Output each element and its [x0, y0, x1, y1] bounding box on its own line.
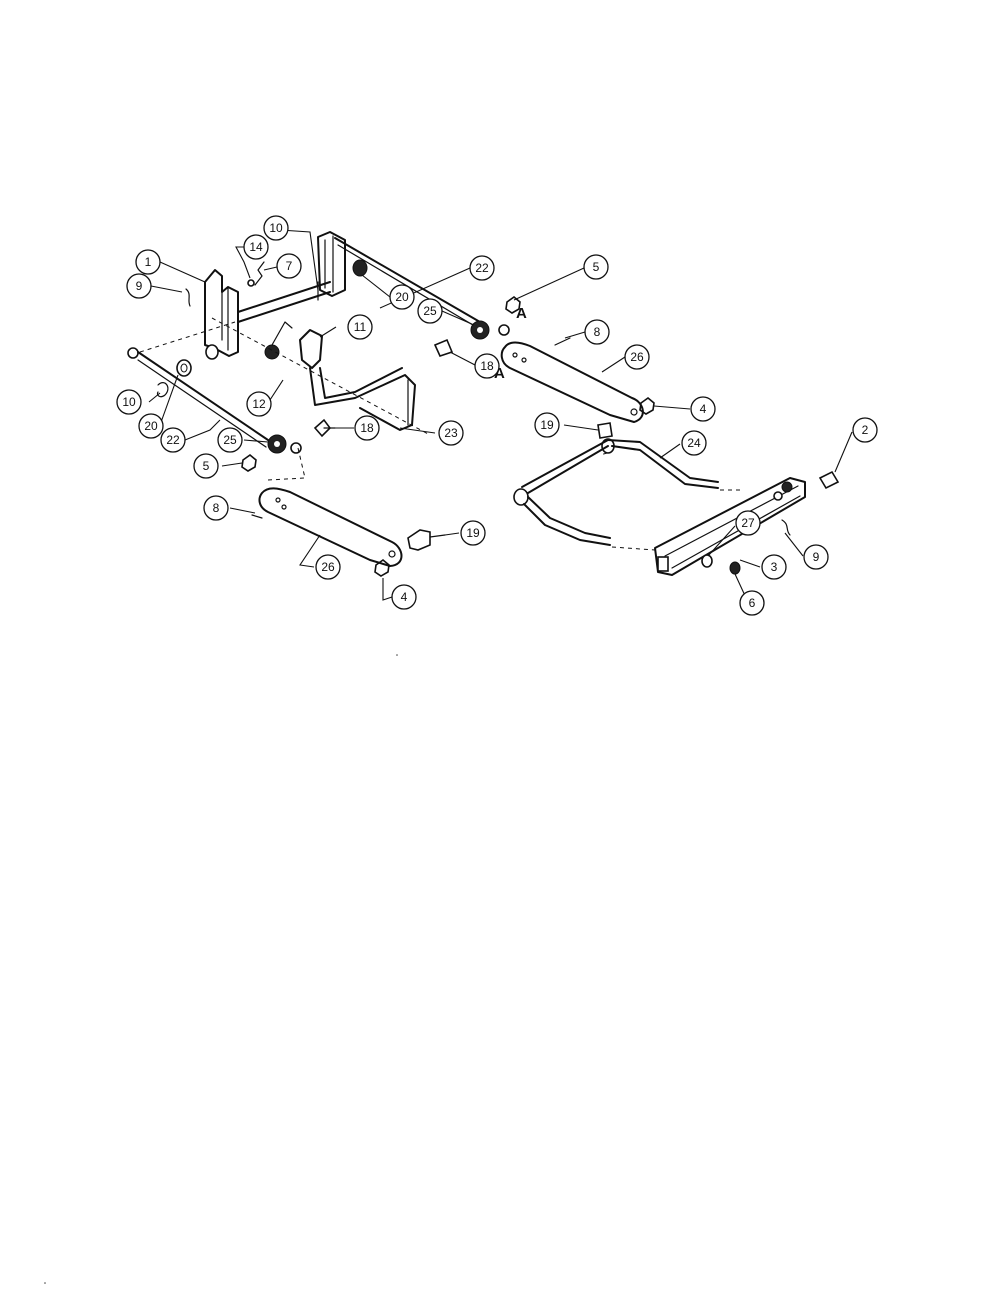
svg-text:20: 20 [144, 419, 158, 433]
lift-handle [299, 329, 416, 431]
mounting-bracket [204, 269, 239, 360]
svg-text:11: 11 [354, 320, 367, 334]
callout-2: 2 [852, 417, 878, 443]
svg-text:25: 25 [223, 433, 237, 447]
svg-text:10: 10 [269, 221, 283, 235]
svg-text:8: 8 [594, 325, 601, 339]
callout-26: 26 [624, 344, 650, 370]
scan-speck [44, 1282, 46, 1284]
callout-9: 9 [126, 273, 152, 299]
callout-26-lower: 26 [315, 554, 341, 580]
alignment-line-3 [297, 447, 306, 479]
nut-5-lower [241, 453, 257, 472]
cross-shaft [237, 231, 368, 323]
callout-18-lower: 18 [354, 415, 380, 441]
svg-text:10: 10 [122, 395, 136, 409]
svg-text:2: 2 [862, 423, 869, 437]
rear-axle-assembly [513, 438, 719, 546]
svg-text:18: 18 [360, 421, 374, 435]
callout-9-right: 9 [803, 544, 829, 570]
callout-19: 19 [534, 412, 560, 438]
bolt-19-lower [407, 529, 446, 551]
svg-text:3: 3 [771, 560, 778, 574]
spring-clip [185, 261, 265, 307]
callout-24: 24 [681, 430, 707, 456]
callout-6: 6 [739, 590, 765, 616]
marker-a-upper: A [516, 305, 527, 322]
callout-27: 27 [735, 510, 761, 536]
svg-text:9: 9 [136, 279, 143, 293]
bolt-18-lower [313, 418, 336, 438]
callout-20-lower: 20 [138, 413, 164, 439]
svg-text:9: 9 [813, 550, 820, 564]
callout-4-lower: 4 [391, 584, 417, 610]
svg-text:1: 1 [145, 255, 152, 269]
callout-25: 25 [417, 298, 443, 324]
callout-11: 11 [347, 314, 373, 340]
svg-text:22: 22 [166, 433, 180, 447]
svg-text:24: 24 [687, 436, 701, 450]
callout-8-lower: 8 [203, 495, 229, 521]
svg-text:6: 6 [749, 596, 756, 610]
svg-text:18: 18 [480, 359, 494, 373]
alignment-line-2 [211, 317, 431, 436]
clip-10-left [156, 382, 169, 398]
callout-25-lower: 25 [217, 427, 243, 453]
svg-text:26: 26 [321, 560, 335, 574]
svg-text:5: 5 [593, 260, 600, 274]
svg-text:4: 4 [700, 402, 707, 416]
callout-8: 8 [584, 319, 610, 345]
callout-19-lower: 19 [460, 520, 486, 546]
svg-text:22: 22 [475, 261, 489, 275]
svg-text:7: 7 [286, 259, 293, 273]
marker-a-lower: A [494, 365, 505, 382]
svg-text:19: 19 [466, 526, 480, 540]
bolt-19-upper [597, 422, 613, 439]
alignment-line-6 [611, 546, 656, 551]
svg-text:8: 8 [213, 501, 220, 515]
upper-rear-arm [500, 337, 644, 423]
callout-14: 14 [243, 234, 269, 260]
callout-22: 22 [469, 255, 495, 281]
svg-text:23: 23 [444, 426, 458, 440]
callout-10: 10 [263, 215, 289, 241]
callout-20: 20 [389, 284, 415, 310]
callout-23: 23 [438, 420, 464, 446]
callouts: 1 14 10 7 9 22 20 5 [116, 215, 878, 616]
callout-4: 4 [690, 396, 716, 422]
svg-text:12: 12 [252, 397, 266, 411]
callout-22-lower: 22 [160, 427, 186, 453]
nut-5-upper [505, 295, 521, 314]
svg-text:19: 19 [540, 418, 554, 432]
callout-1: 1 [135, 249, 161, 275]
rear-frame-plate [654, 470, 840, 576]
callout-10-lower: 10 [116, 389, 142, 415]
upper-lift-link [334, 237, 510, 357]
svg-text:5: 5 [203, 459, 210, 473]
callout-7: 7 [276, 253, 302, 279]
callout-5-lower: 5 [193, 453, 219, 479]
lower-rear-arm [251, 487, 403, 567]
callout-18: 18 [474, 353, 500, 379]
callout-12: 12 [246, 391, 272, 417]
alignment-line-1 [139, 321, 236, 353]
svg-text:27: 27 [741, 516, 755, 530]
lower-lift-link [127, 347, 302, 454]
parts-artwork [127, 231, 840, 577]
alignment-line-4 [267, 477, 306, 481]
svg-text:14: 14 [249, 240, 263, 254]
svg-text:20: 20 [395, 290, 409, 304]
svg-text:4: 4 [401, 590, 408, 604]
svg-text:26: 26 [630, 350, 644, 364]
callout-3: 3 [761, 554, 787, 580]
scan-speck [396, 654, 398, 656]
svg-text:25: 25 [423, 304, 437, 318]
callout-5: 5 [583, 254, 609, 280]
